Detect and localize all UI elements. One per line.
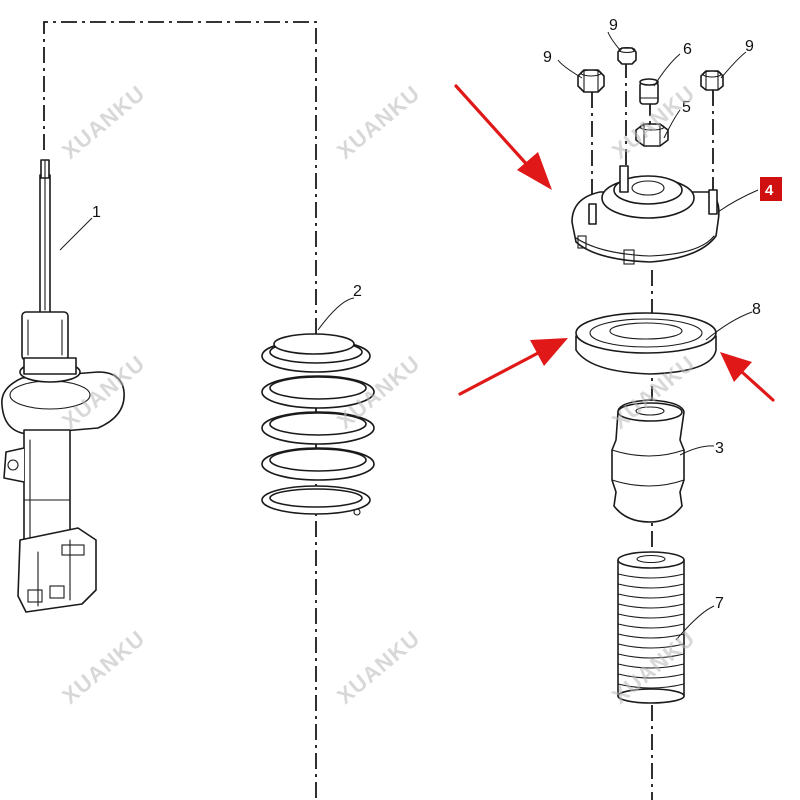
dust-boot: [617, 551, 685, 704]
stud-cap: [639, 78, 659, 105]
part-4-badge: 4: [760, 177, 782, 201]
callout-2: 2: [353, 283, 362, 300]
boot-pleats: [617, 573, 685, 689]
center-nut: [635, 123, 669, 147]
callout-labels: 1 2 3 5 6 7 8 9 9 9: [92, 17, 761, 612]
callout-5: 5: [682, 99, 691, 116]
callout-1: 1: [92, 204, 101, 221]
leader-lines: [59, 31, 759, 641]
callout-9-left: 9: [543, 49, 552, 66]
arrow-pointing-strut-mount: [454, 84, 552, 190]
watermark: XUANKU: [332, 625, 425, 709]
shock-absorber-strut: [1, 159, 125, 613]
callout-9-right: 9: [745, 38, 754, 55]
strut-bearing: [575, 312, 717, 375]
strut-mount: [571, 165, 720, 265]
flange-nut-right: [700, 70, 724, 91]
badge-background: [760, 177, 782, 201]
arrow-pointing-bearing-right: [720, 352, 775, 402]
flange-nut-top: [617, 46, 637, 65]
watermark: XUANKU: [57, 80, 150, 164]
callout-4: 4: [765, 182, 774, 199]
arrow-pointing-bearing-left: [458, 338, 568, 396]
callout-3: 3: [715, 440, 724, 457]
callout-9-top: 9: [609, 17, 618, 34]
red-indicator-arrows: [454, 84, 775, 402]
coil-spring: [261, 333, 375, 516]
watermark: XUANKU: [332, 80, 425, 164]
callout-7: 7: [715, 595, 724, 612]
callout-6: 6: [683, 41, 692, 58]
flange-nut-left: [577, 69, 605, 93]
bump-stop: [611, 399, 685, 523]
callout-8: 8: [752, 301, 761, 318]
watermark: XUANKU: [57, 625, 150, 709]
watermarks: XUANKU XUANKU XUANKU XUANKU XUANKU XUANK…: [57, 80, 700, 709]
